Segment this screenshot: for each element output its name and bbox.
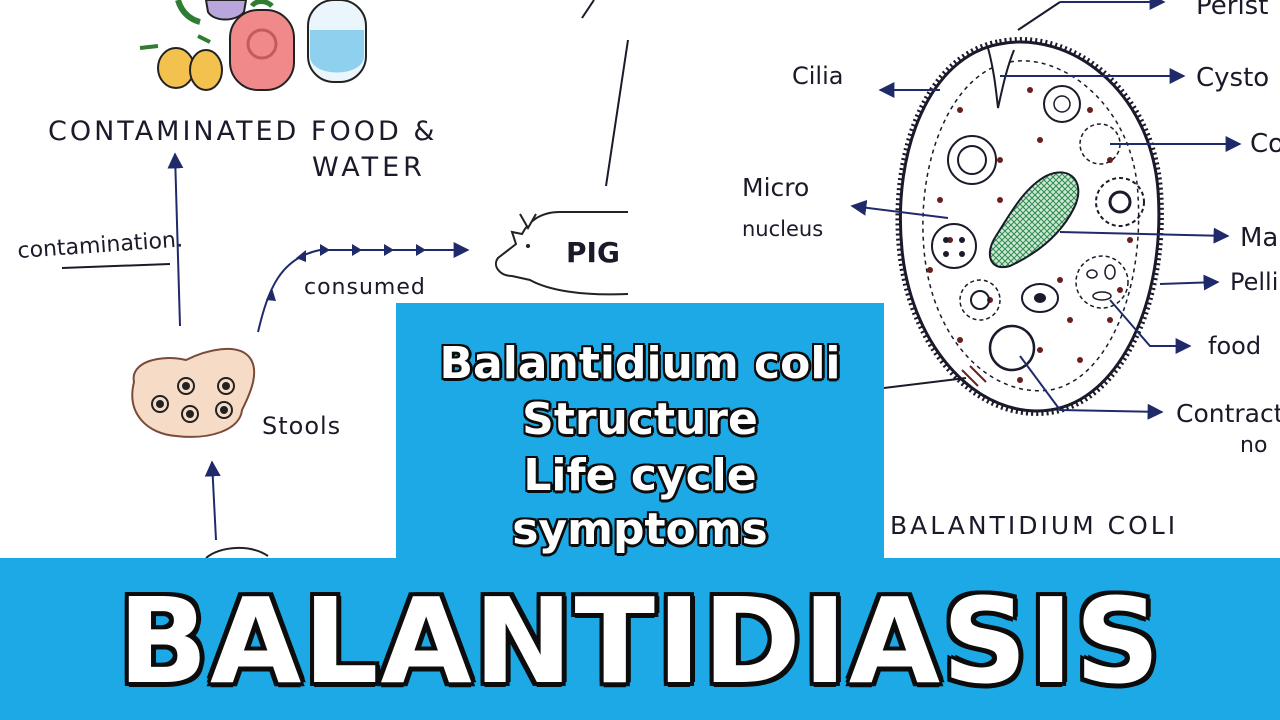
cilia-label: Cilia (792, 62, 843, 90)
micronucleus-arrow (850, 199, 949, 219)
banner-title: BALANTIDIASIS (118, 572, 1162, 710)
contractile-top-label: Co (1250, 129, 1280, 159)
title-card: Balantidium coli Structure Life cycle sy… (396, 303, 884, 565)
bottom-figure-edge (205, 546, 269, 559)
contamination-arrow (167, 152, 184, 327)
life-cycle-panel: CONTAMINATED FOOD & WATER contamination.… (17, 0, 629, 559)
food-vacuole-arrow (1109, 299, 1192, 354)
balantidium-cell (895, 37, 1164, 416)
contamination-label: contamination. (17, 227, 184, 263)
title-line-life-cycle: Life cycle (523, 450, 757, 501)
pig-up-arrow (605, 39, 629, 187)
peristome-label: Perist (1196, 0, 1268, 21)
micronucleus-label-line1: Micro (742, 173, 809, 202)
food-water-label-line1: CONTAMINATED FOOD & (48, 116, 437, 147)
stools-up-arrow (204, 460, 221, 541)
contamination-underline (61, 263, 171, 269)
micronucleus-label-line2: nucleus (742, 217, 823, 241)
structure-caption: BALANTIDIUM COLI (890, 511, 1178, 540)
contractile-label-line2: no (1240, 433, 1267, 458)
title-line-structure: Structure (522, 394, 758, 445)
stools-label: Stools (262, 412, 341, 440)
food-water-label-line2: WATER (312, 152, 426, 183)
title-line-symptoms: symptoms (512, 504, 768, 555)
cytostome-label: Cysto (1196, 63, 1269, 93)
title-line-organism: Balantidium coli (439, 338, 841, 389)
pellicle-label: Pelli (1230, 268, 1278, 296)
consumed-arrowheads (266, 244, 426, 301)
cytoplasm-granules (927, 87, 1133, 383)
top-arrow-stub (581, 0, 595, 19)
macronucleus-arrow (1059, 227, 1230, 244)
pellicle-arrow (1159, 274, 1220, 291)
peristome-connector (1017, 1, 1061, 31)
consumed-arrow (257, 242, 470, 333)
food-vacuole-label: food (1208, 332, 1261, 360)
macronucleus (988, 171, 1080, 269)
pig-label: PIG (566, 236, 620, 269)
fruits-illustration (139, 0, 367, 91)
left-pointer-line (883, 377, 967, 389)
contractile-arrow (1019, 355, 1164, 420)
consumed-label: consumed (304, 275, 426, 300)
macronucleus-label: Ma (1240, 223, 1278, 253)
contractile-label-line1: Contract (1176, 399, 1280, 428)
bottom-banner: BALANTIDIASIS (0, 558, 1280, 720)
pig-illustration (494, 211, 629, 296)
stool-cyst-illustration (131, 347, 256, 438)
structure-panel: Perist (742, 0, 1280, 540)
